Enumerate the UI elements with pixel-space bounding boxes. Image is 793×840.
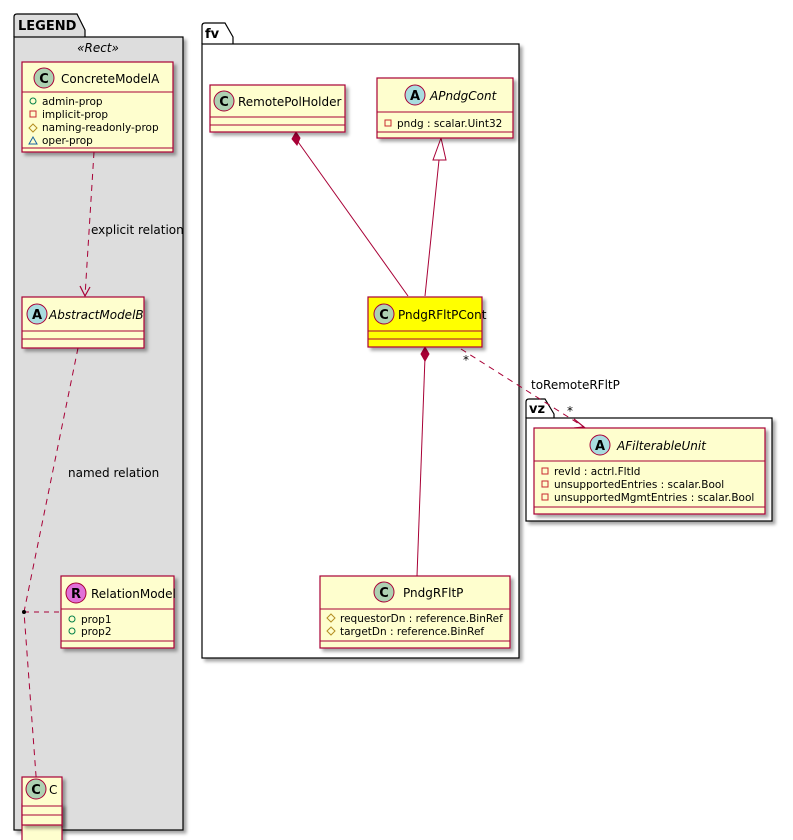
- class-circle-icon: [33, 67, 55, 89]
- class-kind-c-icon: C: [39, 72, 49, 87]
- public-visibility-icon: [68, 627, 76, 635]
- relation-circle-icon: [65, 582, 87, 604]
- relation-explicit: explicit relation: [79, 151, 184, 298]
- class-kind-c-icon: C: [31, 783, 41, 798]
- class-kind-a-icon: A: [32, 308, 42, 323]
- relation-named-label: named relation: [68, 466, 159, 480]
- attribute: prop1: [81, 614, 112, 626]
- relation-to-remote-target-mult: *: [567, 404, 573, 418]
- class-kind-a-icon: A: [595, 439, 605, 454]
- attribute: pndg : scalar.Uint32: [397, 118, 502, 130]
- abstract-circle-icon: [404, 84, 426, 106]
- relation-pndgrfltp-composition: [416, 345, 430, 577]
- package-legend: LEGEND «Rect»: [13, 13, 184, 831]
- attribute: admin-prop: [42, 96, 103, 108]
- class-pndg-rfltp[interactable]: C PndgRFltP requestorDn : reference.BinR…: [319, 575, 511, 649]
- relation-explicit-label: explicit relation: [91, 223, 184, 237]
- class-name: RelationModel: [91, 587, 176, 601]
- attribute: oper-prop: [42, 135, 93, 147]
- private-visibility-icon: [541, 493, 549, 501]
- class-circle-icon: [373, 303, 395, 325]
- class-name: ConcreteModelA: [61, 72, 160, 86]
- class-name: PndgRFltP: [403, 586, 463, 600]
- package-fv: fv: [201, 22, 520, 659]
- relation-generalization: [424, 136, 447, 297]
- class-name: AbstractModelB: [48, 308, 144, 322]
- class-kind-a-icon: A: [410, 89, 420, 104]
- package-legend-name: LEGEND: [18, 19, 77, 34]
- relation-to-remote: toRemoteRFltP * *: [460, 348, 620, 429]
- class-kind-r-icon: R: [71, 587, 81, 602]
- attribute: targetDn : reference.BinRef: [340, 626, 484, 638]
- relation-remotepolholder-composition: [291, 131, 409, 297]
- abstract-circle-icon: [26, 303, 48, 325]
- attribute: implicit-prop: [42, 109, 108, 121]
- class-kind-c-icon: C: [219, 95, 229, 110]
- private-visibility-icon: [541, 467, 549, 475]
- class-name: AFilterableUnit: [616, 439, 707, 453]
- private-visibility-icon: [384, 119, 392, 127]
- private-visibility-icon: [29, 110, 37, 118]
- relation-to-remote-source-mult: *: [463, 353, 469, 367]
- class-apndg-cont[interactable]: A APndgCont pndg : scalar.Uint32: [376, 77, 514, 139]
- class-name: APndgCont: [429, 89, 498, 103]
- class-name: RemotePolHolder: [238, 95, 341, 109]
- class-name: C: [49, 783, 57, 797]
- public-visibility-icon: [68, 615, 76, 623]
- protected-visibility-icon: [326, 626, 336, 636]
- public-visibility-icon: [29, 97, 37, 105]
- attribute: requestorDn : reference.BinRef: [340, 613, 503, 625]
- class-concrete-model-a[interactable]: C ConcreteModelA admin-prop implicit-pro…: [21, 61, 174, 153]
- class-pndg-rfltp-cont[interactable]: C PndgRFltPCont: [367, 296, 487, 348]
- class-circle-icon: [213, 90, 235, 112]
- attribute: unsupportedMgmtEntries : scalar.Bool: [554, 492, 754, 504]
- attribute: prop2: [81, 626, 112, 638]
- protected-visibility-icon: [28, 123, 38, 133]
- class-circle-icon: [25, 778, 47, 800]
- protected-visibility-icon: [326, 613, 336, 623]
- class-abstract-model-b[interactable]: A AbstractModelB: [21, 296, 145, 349]
- legend-stereotype: «Rect»: [77, 41, 119, 55]
- class-kind-c-icon: C: [379, 308, 389, 323]
- attribute: naming-readonly-prop: [42, 122, 159, 134]
- relation-named: named relation: [22, 347, 159, 805]
- class-c-header: C C: [21, 776, 63, 826]
- abstract-circle-icon: [589, 434, 611, 456]
- package-fv-name: fv: [205, 27, 220, 42]
- class-remote-pol-holder[interactable]: C RemotePolHolder: [209, 84, 346, 133]
- class-afilterable-unit[interactable]: A AFilterableUnit revId : actrl.FltId un…: [533, 427, 766, 515]
- private-visibility-icon: [541, 480, 549, 488]
- class-name: PndgRFltPCont: [398, 308, 487, 322]
- class-relation-model[interactable]: R RelationModel prop1 prop2: [60, 575, 176, 649]
- package-vz-name: vz: [529, 402, 545, 417]
- attribute: revId : actrl.FltId: [554, 466, 640, 478]
- attribute: unsupportedEntries : scalar.Bool: [554, 479, 724, 491]
- package-visibility-icon: [28, 135, 38, 145]
- class-kind-c-icon: C: [379, 586, 389, 601]
- relation-to-remote-label: toRemoteRFltP: [531, 378, 620, 392]
- class-circle-icon: [373, 581, 395, 603]
